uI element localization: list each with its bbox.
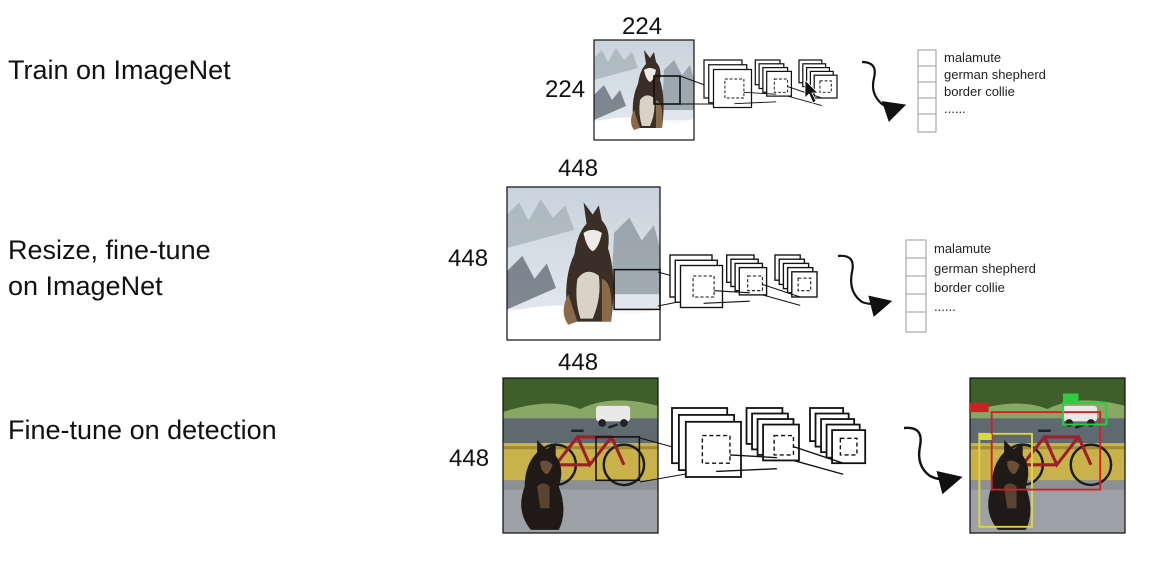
stage-1-output-arrow: [862, 62, 902, 108]
stage-1-diagram: 224 224 malamute german shepherd border …: [545, 13, 1046, 140]
detection-tag-dog: [979, 434, 991, 440]
stage-3-cnn: [672, 408, 865, 477]
stage-3-input-width: 448: [558, 349, 598, 376]
stage-1-class-0: malamute: [944, 50, 1001, 65]
stage-3-input-height: 448: [449, 445, 489, 472]
stage-2-input-height: 448: [448, 245, 488, 272]
dog-with-bicycle-photo: [503, 378, 658, 533]
stage-2-diagram: 448 448 malamute german shepherd border …: [448, 155, 1036, 340]
stage-2-class-list: malamute german shepherd border collie .…: [906, 240, 1036, 332]
detection-tag-car: [1063, 394, 1079, 403]
stage-1-input-width: 224: [622, 13, 662, 40]
stage-1-input-height: 224: [545, 76, 585, 103]
detection-output-photo: [970, 378, 1125, 533]
stage-1-class-3: ......: [944, 101, 966, 116]
stage-1-class-1: german shepherd: [944, 67, 1046, 82]
stage-1-class-2: border collie: [944, 84, 1015, 99]
detection-tag-bicycle: [970, 403, 989, 412]
dog-in-snow-photo-large: [507, 187, 660, 340]
dog-in-snow-photo: [594, 40, 694, 140]
stage-2-class-0: malamute: [934, 241, 991, 256]
stage-3-diagram: 448 448: [449, 349, 1125, 533]
stage-3-output-arrow: [904, 428, 958, 480]
stage-2-class-2: border collie: [934, 280, 1005, 295]
stage-1-class-list: malamute german shepherd border collie .…: [918, 50, 1046, 132]
stage-2-class-1: german shepherd: [934, 261, 1036, 276]
stage-2-cnn: [670, 255, 817, 308]
stage-1-cnn: [704, 60, 837, 108]
stage-2-class-3: ......: [934, 299, 956, 314]
stage-2-output-arrow: [838, 256, 888, 304]
stage-2-input-width: 448: [558, 155, 598, 182]
